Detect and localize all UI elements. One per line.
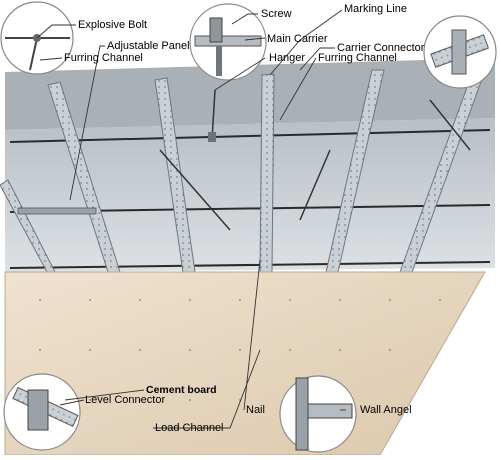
- leader-lines: [36, 9, 346, 429]
- label-cement-board: Cement board: [146, 384, 217, 396]
- label-wall-angel: Wall Angel: [360, 404, 412, 416]
- label-hanger: Hanger: [269, 52, 306, 64]
- hangers: [159, 89, 471, 231]
- label-explosive-bolt: Explosive Bolt: [78, 19, 148, 31]
- ceiling-plane: [5, 118, 495, 272]
- board-nail-dots: [39, 299, 441, 401]
- label-level-connector: Level Connector: [85, 394, 166, 406]
- label-main-carrier: Main Carrier: [267, 33, 328, 45]
- label-adjustable-panel: Adjustable Panel: [107, 40, 190, 52]
- label-load-channel: Load Channel: [155, 422, 224, 434]
- label-furring-channel-right: Furring Channel: [318, 52, 397, 64]
- furring-channels: [0, 67, 487, 273]
- detail-circle-carrier-connector: [423, 15, 497, 89]
- label-screw: Screw: [261, 8, 292, 20]
- detail-circle-screw: [189, 3, 267, 81]
- label-carrier-connector: Carrier Connector: [337, 42, 425, 54]
- label-furring-channel-left: Furring Channel: [64, 52, 143, 64]
- detail-circle-wall-angel: [279, 375, 357, 453]
- detail-circle-level-connector: [3, 373, 81, 451]
- label-marking-line: Marking Line: [344, 3, 407, 15]
- label-nail: Nail: [246, 404, 265, 416]
